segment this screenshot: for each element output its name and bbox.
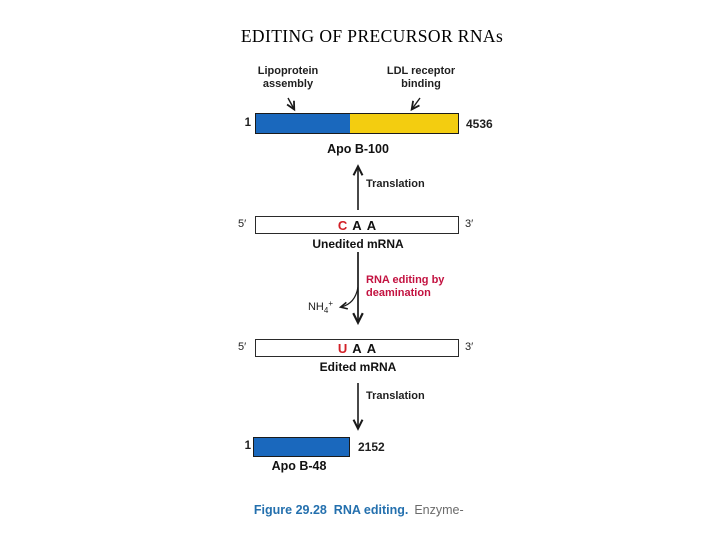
translation-down-label: Translation — [366, 390, 425, 402]
apob48-start-residue: 1 — [244, 440, 251, 452]
unedited-three-prime: 3′ — [465, 218, 474, 230]
figure-caption-number: Figure 29.28 RNA editing. — [253, 503, 409, 517]
pointer-line-lipoprotein — [286, 97, 296, 112]
unedited-five-prime: 5′ — [238, 218, 247, 230]
nh4-label: NH4+ — [293, 299, 333, 315]
apob100-label: Apo B-100 — [327, 142, 389, 156]
apob100-yellow-segment — [350, 114, 458, 133]
figure-caption-trailing-text: Enzyme- — [414, 503, 464, 517]
apob48-bar — [253, 437, 350, 457]
edited-codon-letter-a2: A — [366, 340, 377, 356]
apob100-bar — [255, 113, 459, 134]
edited-codon-letter-u: U — [337, 340, 348, 356]
unedited-codon-letter-a2: A — [366, 217, 377, 233]
unedited-codon-letter-c: C — [337, 217, 348, 233]
apob100-blue-segment — [256, 114, 351, 133]
nh4-branch-arrow — [338, 286, 359, 310]
unedited-mrna-label: Unedited mRNA — [312, 237, 404, 251]
slide-title: EDITING OF PRECURSOR RNAs — [240, 26, 504, 46]
annotation-ldl-receptor-binding: LDL receptor binding — [386, 65, 456, 90]
pointer-line-ldl — [410, 97, 421, 112]
edited-mrna-bar: U A A — [255, 339, 459, 357]
unedited-mrna-bar: C A A — [255, 216, 459, 234]
unedited-codon: C A A — [335, 219, 378, 232]
figure-caption: Figure 29.28 RNA editing. Enzyme- — [240, 489, 464, 531]
nh4-superscript: + — [328, 299, 333, 308]
nh4-subscript: 4 — [323, 306, 329, 315]
nh4-base: NH — [307, 301, 324, 313]
edited-codon: U A A — [335, 342, 378, 355]
apob48-end-residue: 2152 — [358, 440, 385, 454]
edited-mrna-label: Edited mRNA — [319, 360, 397, 374]
apob100-end-residue: 4536 — [466, 117, 493, 131]
apob48-label: Apo B-48 — [271, 459, 327, 473]
apob100-start-residue: 1 — [244, 117, 251, 129]
edited-codon-letter-a1: A — [352, 340, 362, 356]
edited-five-prime: 5′ — [238, 341, 247, 353]
edited-three-prime: 3′ — [465, 341, 474, 353]
rna-editing-label: RNA editing by deamination — [366, 274, 445, 299]
annotation-lipoprotein-assembly: Lipoprotein assembly — [257, 65, 319, 90]
translation-up-label: Translation — [366, 178, 425, 190]
unedited-codon-letter-a1: A — [352, 217, 362, 233]
